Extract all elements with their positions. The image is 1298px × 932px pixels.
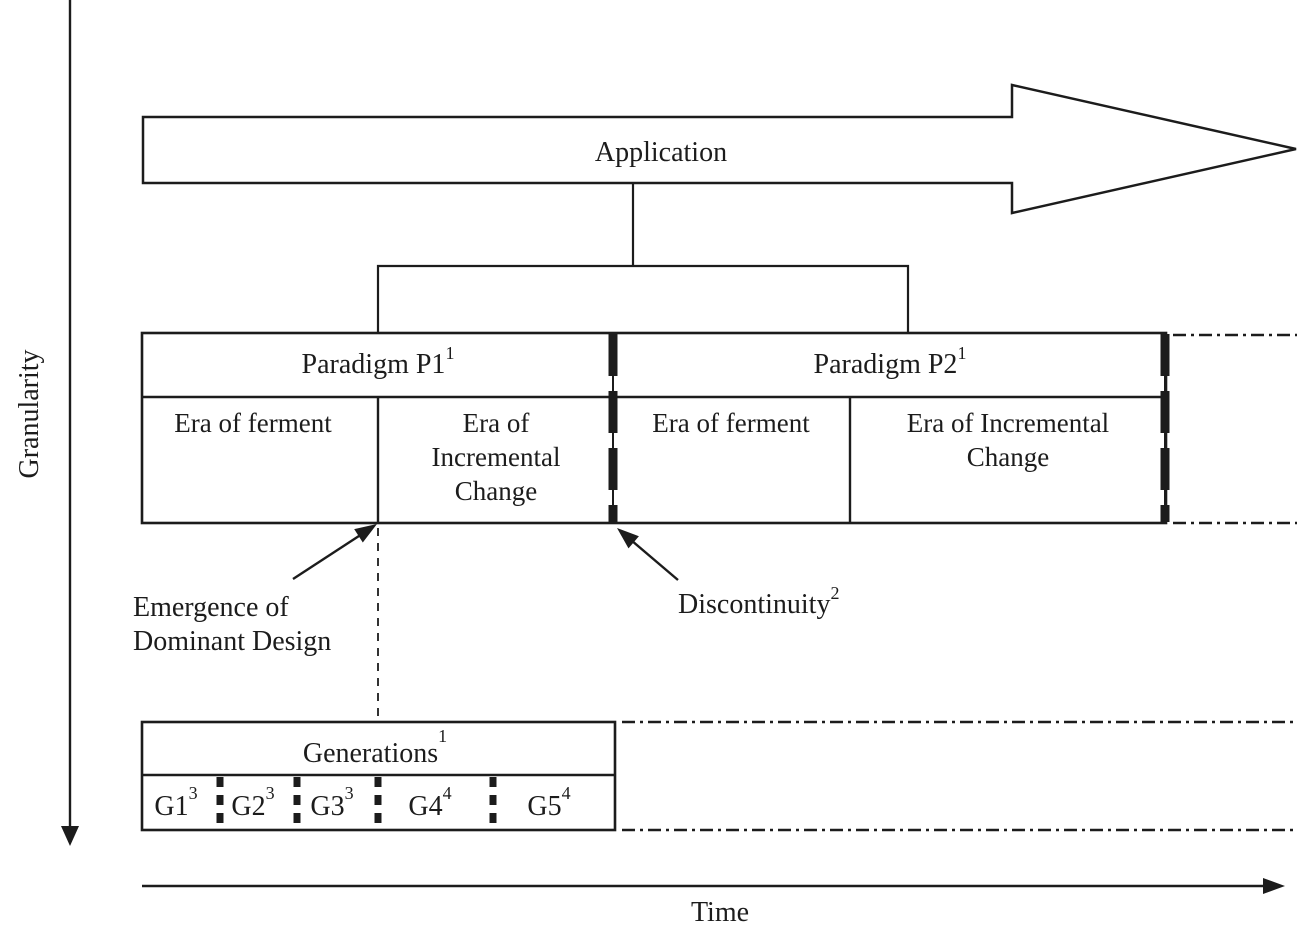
paradigm-p2-label: Paradigm P21: [814, 343, 967, 380]
p1-era-incremental-line2: Incremental: [432, 442, 561, 472]
granularity-axis-arrowhead-icon: [61, 826, 79, 846]
generation-g3-label: G33: [310, 783, 353, 822]
discontinuity-arrow-line: [630, 539, 679, 581]
generation-g2-label: G23: [231, 783, 274, 822]
emergence-label-line1: Emergence of: [133, 592, 289, 623]
discontinuity-arrowhead-icon: [617, 528, 639, 549]
generations-label: Generations1: [303, 726, 447, 769]
application-label: Application: [595, 137, 727, 168]
emergence-label-line2: Dominant Design: [133, 626, 331, 657]
generations-superscript: 1: [438, 726, 447, 746]
discontinuity-text: Discontinuity: [678, 589, 830, 620]
g5-superscript: 4: [562, 783, 571, 803]
p2-era-incremental-line2: Change: [967, 442, 1049, 472]
g3-text: G3: [310, 791, 344, 822]
discontinuity-label: Discontinuity2: [678, 583, 839, 620]
time-axis-label: Time: [691, 897, 749, 928]
generations-text: Generations: [303, 738, 438, 769]
p1-era-incremental-line1: Era of: [463, 408, 530, 438]
p2-era-incremental-line1: Era of Incremental: [907, 408, 1109, 438]
g1-text: G1: [154, 791, 188, 822]
paradigm-p1-superscript: 1: [445, 343, 454, 363]
p1-era-ferment-label: Era of ferment: [174, 408, 332, 438]
g2-superscript: 3: [266, 783, 275, 803]
paradigm-p1-label: Paradigm P11: [302, 343, 455, 380]
generation-g4-label: G44: [408, 783, 451, 822]
time-axis-arrowhead-icon: [1263, 878, 1285, 894]
generation-g1-label: G13: [154, 783, 197, 822]
emergence-arrow-line: [292, 532, 363, 581]
paradigm-bracket: [376, 264, 910, 333]
g1-superscript: 3: [189, 783, 198, 803]
paradigm-p2-text: Paradigm P2: [814, 349, 958, 380]
g3-superscript: 3: [345, 783, 354, 803]
generation-g5-label: G54: [527, 783, 570, 822]
g4-text: G4: [408, 791, 442, 822]
p2-era-ferment-label: Era of ferment: [652, 408, 810, 438]
p1-era-incremental-line3: Change: [455, 476, 537, 506]
discontinuity-superscript: 2: [830, 583, 839, 603]
paradigm-p2-superscript: 1: [957, 343, 966, 363]
g2-text: G2: [231, 791, 265, 822]
g5-text: G5: [527, 791, 561, 822]
application-arrow: [141, 83, 1297, 215]
g4-superscript: 4: [443, 783, 452, 803]
paradigm-p1-text: Paradigm P1: [302, 349, 446, 380]
emergence-arrowhead-icon: [354, 524, 377, 543]
granularity-axis-label: Granularity: [14, 349, 45, 478]
paradigm-box: [140, 331, 1168, 525]
